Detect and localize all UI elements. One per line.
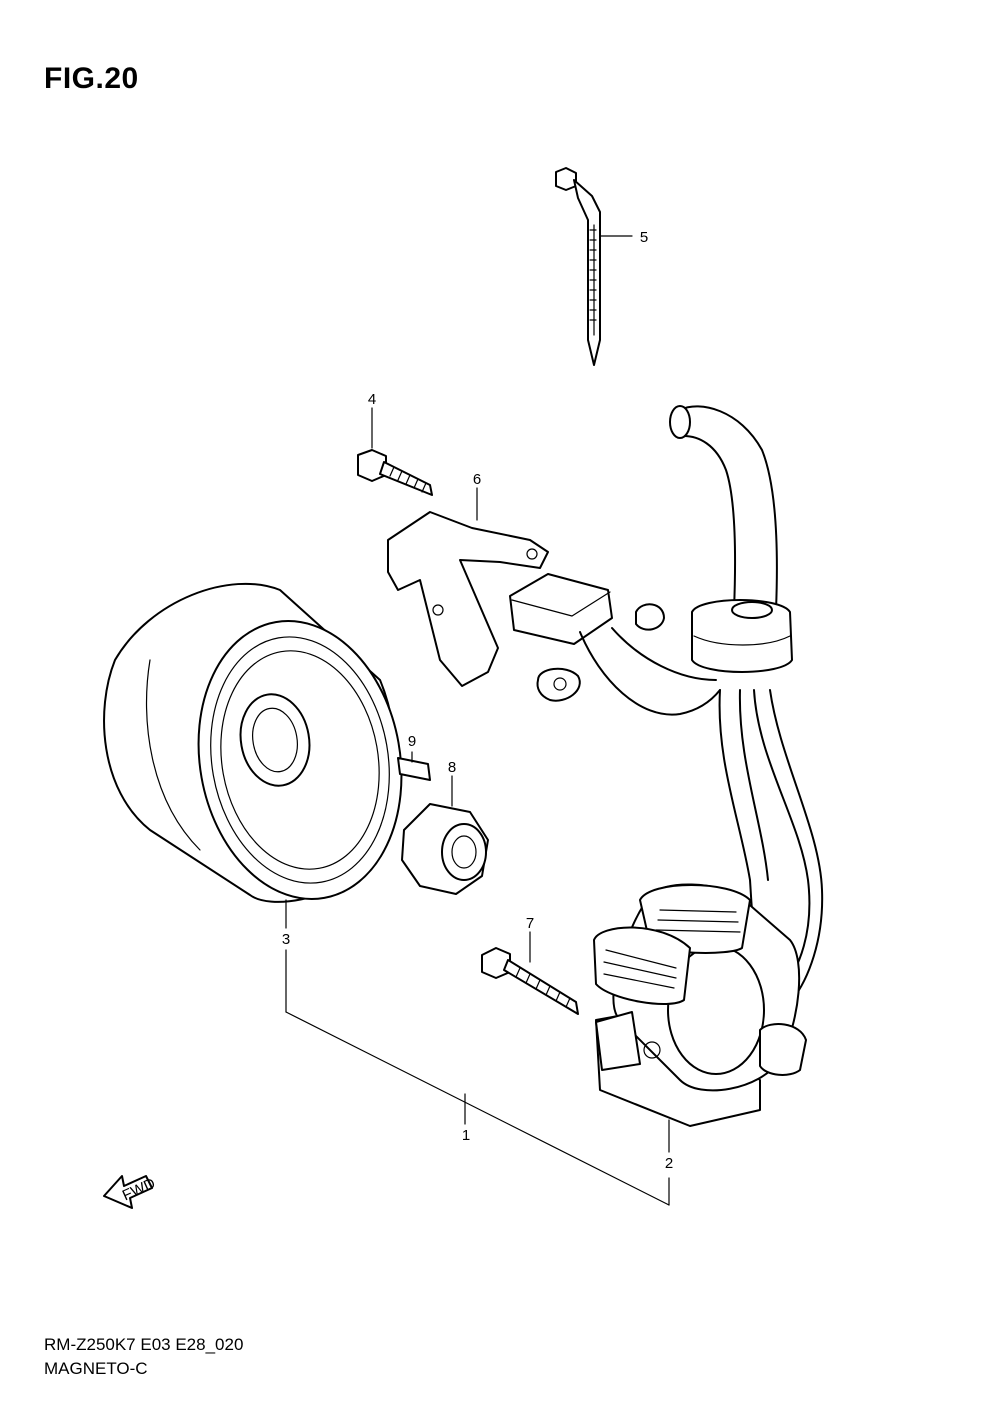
bracket-drawing: [387, 511, 549, 687]
callout-2: 2: [665, 1155, 673, 1172]
callout-8: 8: [448, 759, 456, 776]
nut-drawing: [401, 803, 489, 895]
figure-title: FIG.20: [44, 62, 139, 95]
cable-tie-drawing: [555, 167, 601, 366]
callout-9: 9: [408, 733, 416, 750]
diagram-name: MAGNETO-C: [44, 1359, 148, 1378]
bolt-drawing: [357, 449, 433, 496]
callout-5: 5: [640, 229, 648, 246]
key-drawing: [397, 757, 431, 781]
callout-7: 7: [526, 915, 534, 932]
callout-6: 6: [473, 471, 481, 488]
stator-drawing: [593, 883, 807, 1127]
rotor-drawing: [103, 582, 403, 903]
callout-3: 3: [282, 931, 290, 948]
callout-1: 1: [462, 1127, 470, 1144]
wire-harness-drawing: [669, 405, 824, 1001]
fwd-label: FWD: [120, 1175, 158, 1204]
callout-4: 4: [368, 391, 376, 408]
model-code: RM-Z250K7 E03 E28_020: [44, 1335, 244, 1354]
pickup-coil-drawing: [509, 573, 721, 716]
fwd-arrow-icon: FWD: [103, 1175, 158, 1209]
leader-lines: [285, 235, 670, 1206]
stator-bolt-drawing: [481, 947, 579, 1015]
